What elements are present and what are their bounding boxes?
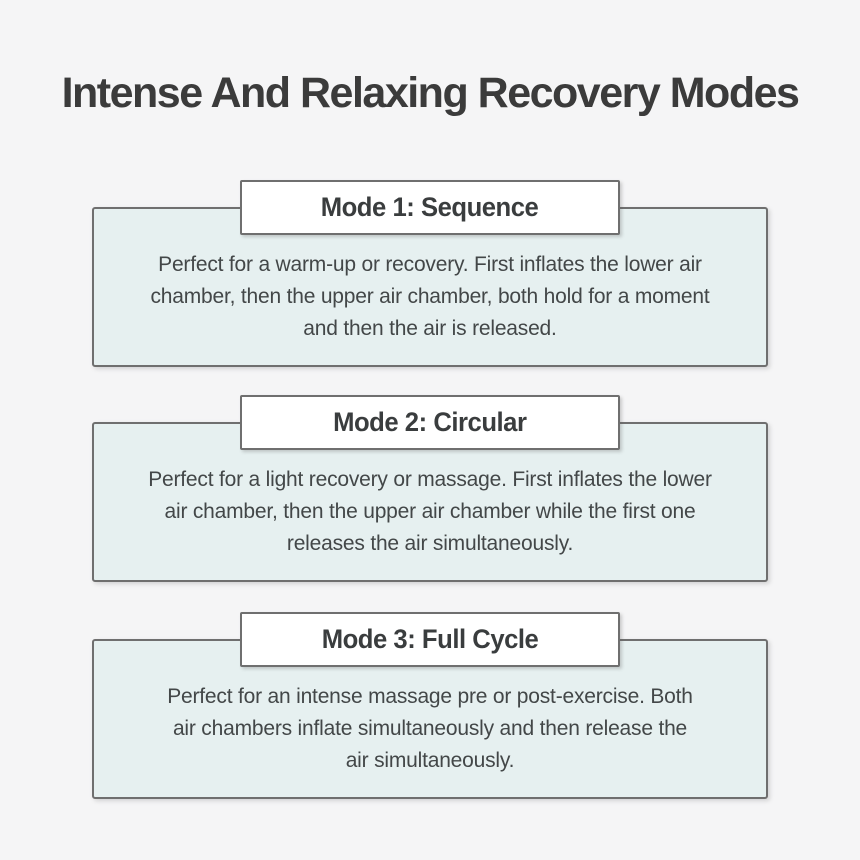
mode-card-circular: Mode 2: Circular Perfect for a light rec… xyxy=(92,395,768,582)
mode-description: Perfect for a light recovery or massage.… xyxy=(148,468,712,555)
mode-card-full-cycle: Mode 3: Full Cycle Perfect for an intens… xyxy=(92,612,768,799)
mode-header-full-cycle: Mode 3: Full Cycle xyxy=(240,612,620,667)
mode-header-circular: Mode 2: Circular xyxy=(240,395,620,450)
mode-header-sequence: Mode 1: Sequence xyxy=(240,180,620,235)
mode-heading-label: Mode 3: Full Cycle xyxy=(321,624,539,654)
mode-description: Perfect for an intense massage pre or po… xyxy=(167,685,693,772)
mode-heading-label: Mode 2: Circular xyxy=(333,407,527,437)
mode-card-sequence: Mode 1: Sequence Perfect for a warm-up o… xyxy=(92,180,768,367)
mode-description: Perfect for a warm-up or recovery. First… xyxy=(150,253,710,340)
page-title: Intense And Relaxing Recovery Modes xyxy=(61,69,800,117)
mode-heading-label: Mode 1: Sequence xyxy=(321,192,539,222)
